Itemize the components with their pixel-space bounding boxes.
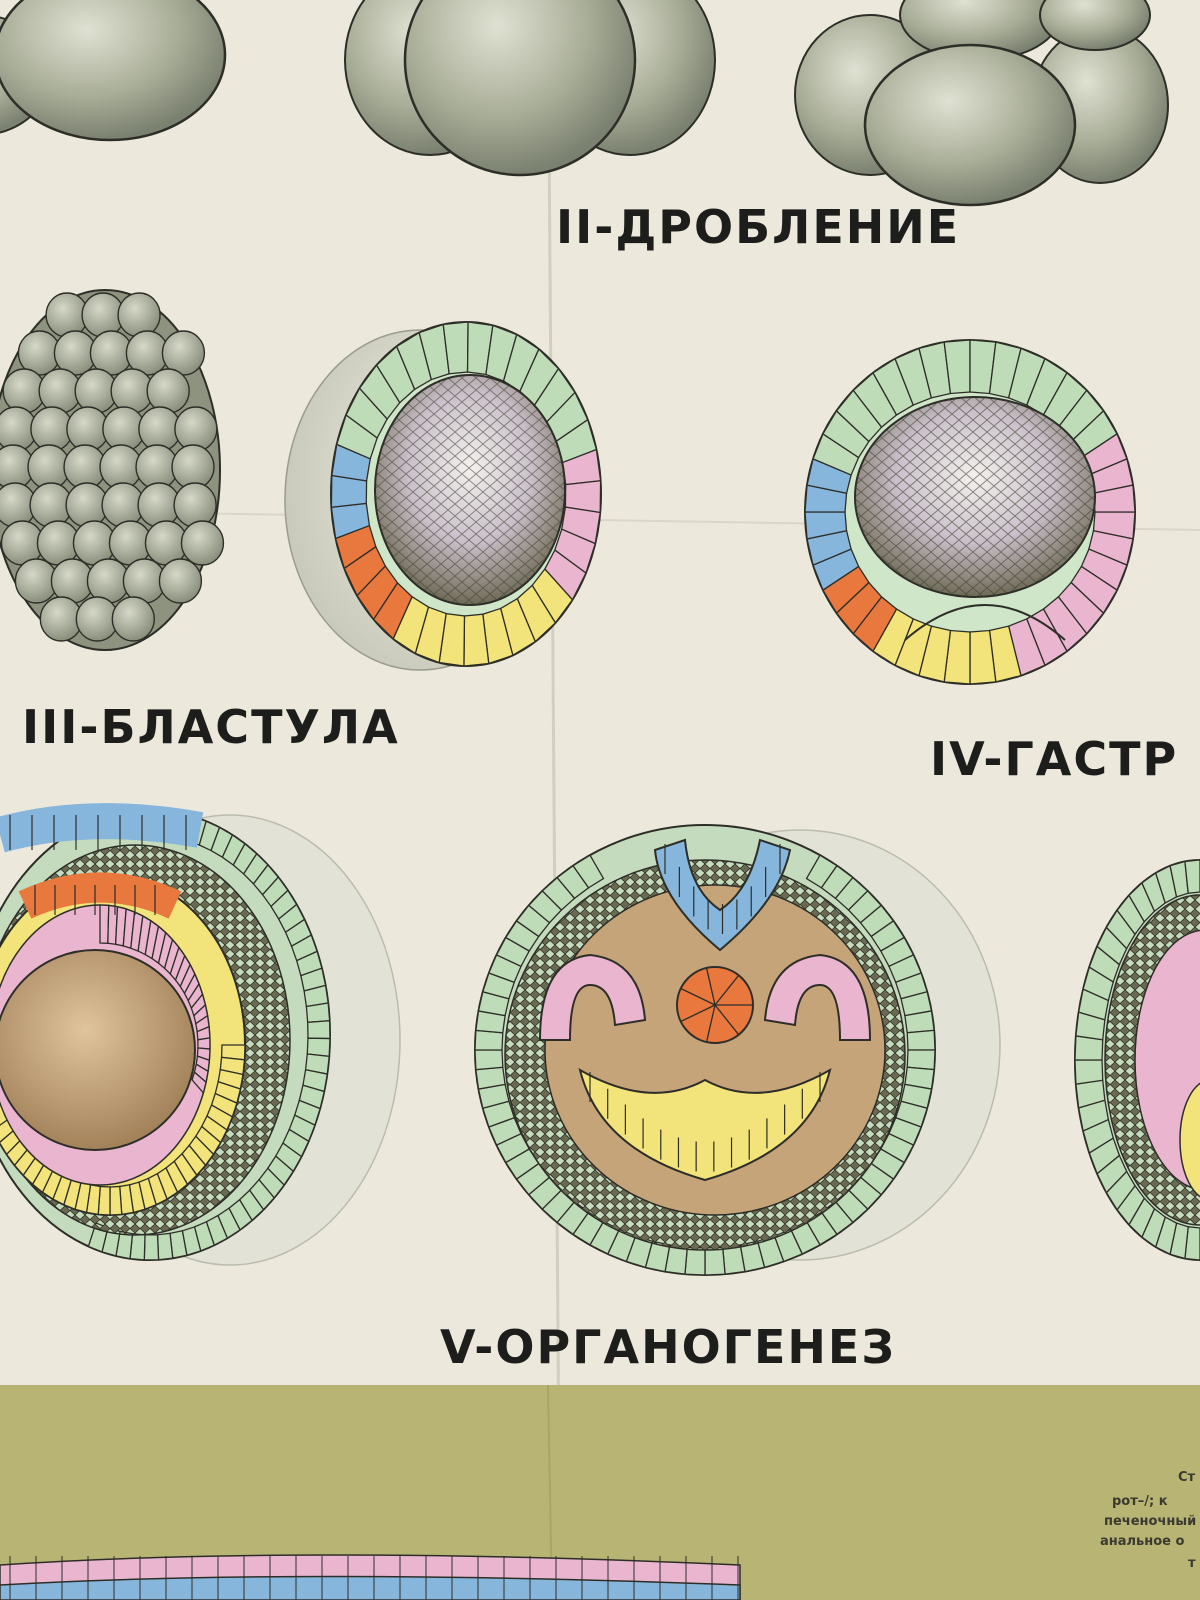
- legend-line: рот–/; к: [1112, 1494, 1168, 1509]
- cell-segment: [109, 1185, 123, 1216]
- cell-segment: [1092, 484, 1136, 513]
- cell-segment: [704, 1246, 726, 1276]
- notochord-segment: [680, 987, 716, 1006]
- cleavage-8-cell: [794, 0, 1169, 207]
- endoderm-fold: [578, 1067, 832, 1182]
- morula-cell: [117, 292, 161, 338]
- notochord-segment: [714, 1004, 740, 1036]
- notochord-segment: [714, 974, 740, 1006]
- cell-segment: [156, 1232, 174, 1261]
- morula-cell: [180, 520, 225, 566]
- morula: [0, 289, 225, 651]
- cleavage-2-cell: [0, 0, 227, 142]
- cleavage-4-cell: [344, 0, 716, 177]
- cell-segment: [906, 1029, 936, 1051]
- cell-segment: [307, 1020, 331, 1040]
- fold-line: [546, 0, 562, 1600]
- cell-segment: [1074, 1059, 1104, 1085]
- legend-line: печеночный: [1104, 1514, 1197, 1529]
- organogenesis-cross-section: [474, 824, 1001, 1276]
- morula-cell: [111, 596, 155, 642]
- notochord-segment: [705, 967, 716, 1006]
- notochord-segment: [680, 1004, 716, 1023]
- mesoderm-left-fold: [538, 953, 647, 1041]
- stage-label-gastrula: IV-ГАСТР: [930, 732, 1179, 786]
- cell-segment: [305, 1002, 331, 1024]
- gastrula-cross-section: [804, 339, 1136, 685]
- cell-segment: [474, 1029, 504, 1051]
- cell-segment: [191, 1070, 207, 1095]
- blastula-cross-section: [284, 321, 602, 671]
- legend-line: анальное о: [1100, 1534, 1185, 1549]
- cell-segment: [904, 1010, 935, 1034]
- cell-segment: [475, 1066, 506, 1090]
- cell-segment: [1184, 859, 1200, 894]
- cell-segment: [906, 1049, 936, 1071]
- cell-segment: [143, 1234, 160, 1261]
- notochord-segment: [705, 1004, 716, 1043]
- neurula-side-section: [0, 803, 401, 1266]
- morula-cell: [158, 558, 203, 604]
- cell-segment: [197, 1037, 211, 1050]
- legend-title: Ст: [1178, 1470, 1196, 1485]
- cell-segment: [684, 1246, 706, 1276]
- neural-tube: [653, 838, 792, 952]
- stage-label-organogenesis: V-ОРГАНОГЕНЕЗ: [440, 1320, 897, 1374]
- stage-label-cleavage: II-ДРОБЛЕНИЕ: [556, 200, 961, 254]
- legend-line: т: [1188, 1556, 1196, 1571]
- mesoderm-right-fold: [763, 953, 872, 1041]
- cell-segment: [572, 854, 605, 889]
- morula-cell: [173, 482, 217, 528]
- morula-cell: [146, 368, 190, 414]
- cell-segment: [474, 1049, 504, 1071]
- morula-cell: [174, 406, 218, 452]
- cell-segment: [306, 1037, 331, 1058]
- stage-label-blastula: III-БЛАСТУЛА: [22, 700, 400, 754]
- right-partial-section: [1074, 859, 1200, 1261]
